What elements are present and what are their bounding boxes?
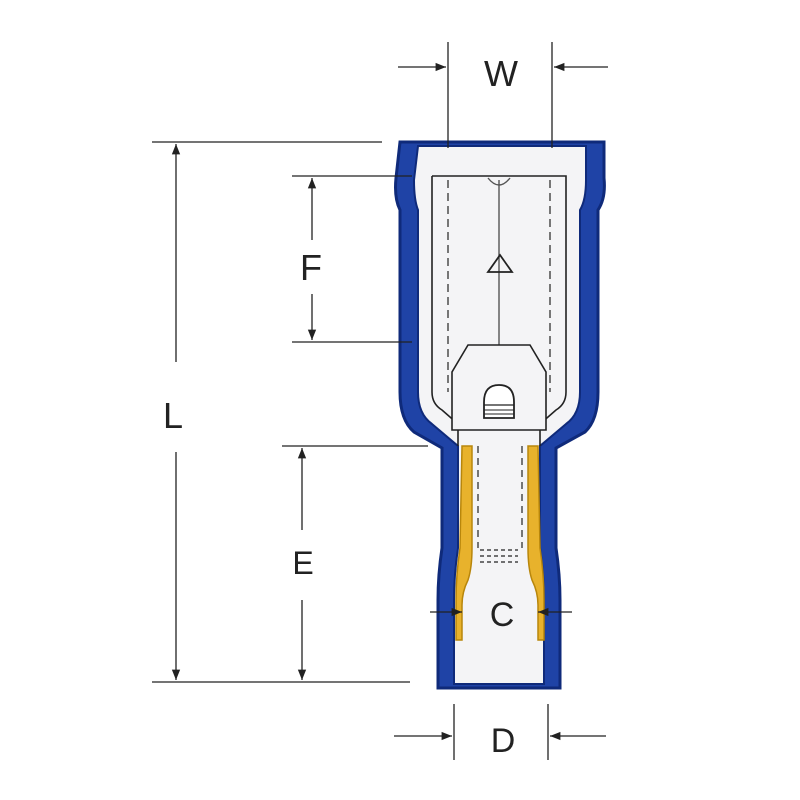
copper-barrel-left [455,445,473,641]
label-l: L [163,395,183,436]
dimension-d: D [394,704,606,760]
label-d: D [491,722,516,760]
dimension-f: F [292,175,412,343]
label-w: W [484,53,518,94]
dimension-c: C [430,596,572,634]
label-c: C [490,596,515,634]
female-disconnect-terminal [394,140,606,690]
copper-barrel-right [527,445,545,641]
direction-triangle [486,253,514,273]
label-f: F [300,247,322,288]
dimension-e: E [282,445,428,680]
dimension-l: L [152,141,410,683]
dimension-w: W [398,42,608,148]
inspection-window [483,384,515,419]
receptacle-outline [431,175,567,446]
label-e: E [292,545,313,581]
